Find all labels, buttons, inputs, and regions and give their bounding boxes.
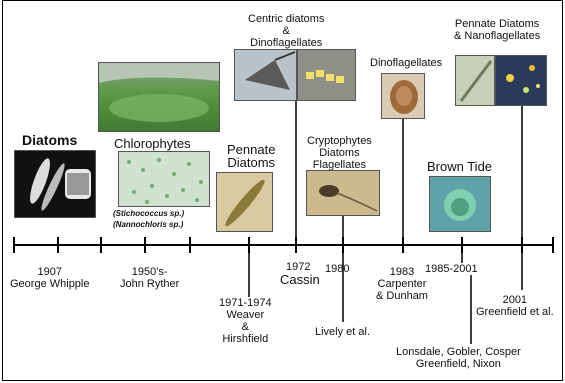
event-1985-2001-year: 1985-2001 <box>425 263 478 275</box>
event-1983: 1983 Carpenter & Dunham <box>376 266 428 302</box>
label-brown-tide: Brown Tide <box>427 160 492 173</box>
event-1980-name: Lively et al. <box>315 326 370 338</box>
label-nannochloris: (Nannochloris sp.) <box>113 220 183 230</box>
event-1985-2001-names: Lonsdale, Gobler, Cosper Greenfield, Nix… <box>396 346 521 370</box>
chlorophytes-photo <box>118 151 210 207</box>
bloom-water-photo <box>98 62 220 132</box>
label-cryptophytes: Cryptophytes Diatoms Flagellates <box>307 135 372 171</box>
dinoflagellate-photo <box>381 73 425 119</box>
event-1980-year: 1980 <box>325 263 349 275</box>
diatoms-sem-photo <box>14 150 96 218</box>
pennate-diatom-photo <box>216 172 273 232</box>
event-2001: 2001 Greenfield et al. <box>476 294 554 318</box>
centric-dino-photo-1 <box>234 49 297 101</box>
label-diatoms: Diatoms <box>22 134 77 146</box>
label-chlorophytes: Chlorophytes <box>114 137 191 150</box>
label-pennate-nanoflagellates: Pennate Diatoms & Nanoflagellates <box>454 18 540 42</box>
event-1972-name: Cassin <box>280 273 320 286</box>
centric-dino-photo-2 <box>297 49 356 101</box>
label-pennate-diatoms: Pennate Diatoms <box>227 143 275 169</box>
event-1950s: 1950's- John Ryther <box>120 266 179 290</box>
event-1971-1974: 1971-1974 Weaver & Hirshfield <box>219 297 272 345</box>
label-dinoflagellates: Dinoflagellates <box>370 57 442 69</box>
brown-tide-photo <box>429 176 491 232</box>
cryptophytes-photo <box>306 170 380 216</box>
label-stichococcus: (Stichococcus sp.) <box>113 209 184 219</box>
label-centric-dinoflagellates: Centric diatoms & Dinoflagellates <box>248 13 324 49</box>
pennate-nano-photo-2 <box>495 55 547 106</box>
event-1907: 1907 George Whipple <box>10 266 90 290</box>
pennate-nano-photo-1 <box>455 55 495 106</box>
